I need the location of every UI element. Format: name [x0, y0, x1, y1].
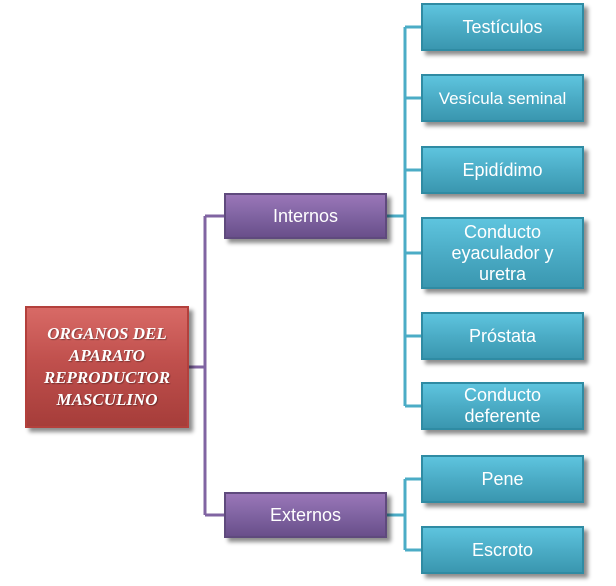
group-node-externos: Externos	[224, 492, 387, 538]
group-label: Internos	[272, 205, 339, 226]
leaf-node-vesicula-seminal: Vesícula seminal	[421, 74, 584, 122]
root-label: ORGANOS DEL APARATO REPRODUCTOR MASCULIN…	[43, 324, 171, 409]
leaf-label: Testículos	[462, 16, 543, 37]
leaf-node-testiculos: Testículos	[421, 3, 584, 51]
group-label: Externos	[269, 504, 342, 525]
leaf-node-pene: Pene	[421, 455, 584, 503]
group-node-internos: Internos	[224, 193, 387, 239]
leaf-node-conducto-deferente: Conducto deferente	[421, 382, 584, 430]
leaf-node-conducto-eyaculador-uretra: Conducto eyaculador y uretra	[421, 217, 584, 289]
leaf-node-prostata: Próstata	[421, 312, 584, 360]
leaf-node-epididimo: Epidídimo	[421, 146, 584, 194]
leaf-label: Epidídimo	[462, 159, 543, 180]
leaf-label: Vesícula seminal	[438, 88, 567, 108]
leaf-label: Pene	[481, 468, 524, 489]
leaf-label: Escroto	[471, 539, 534, 560]
leaf-label: Conducto eyaculador y uretra	[451, 221, 554, 284]
leaf-node-escroto: Escroto	[421, 526, 584, 574]
leaf-label: Próstata	[468, 325, 537, 346]
leaf-label: Conducto deferente	[463, 385, 542, 426]
root-node: ORGANOS DEL APARATO REPRODUCTOR MASCULIN…	[25, 306, 189, 428]
